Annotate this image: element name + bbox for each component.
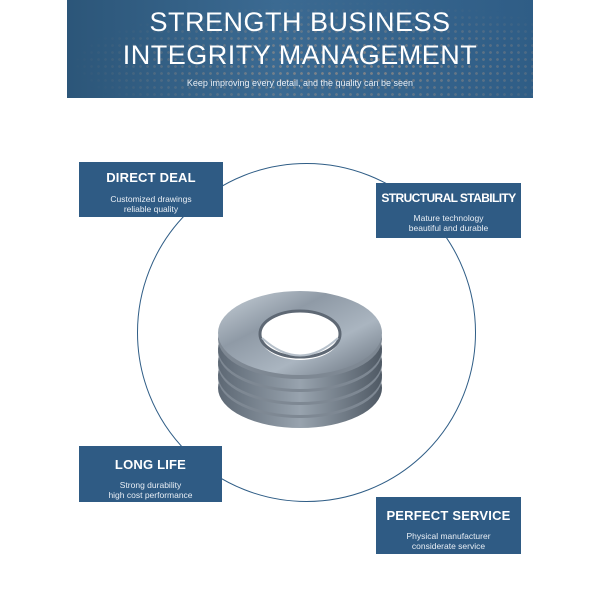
card-desc-line1: Strong durability (119, 480, 182, 490)
washer-stack-image (218, 291, 382, 428)
feature-card-perfect-service: PERFECT SERVICE Physical manufacturer co… (376, 497, 521, 554)
banner-dot-pattern (67, 0, 533, 98)
card-desc-line2: considerate service (411, 541, 486, 551)
card-desc-line1: Customized drawings (110, 194, 192, 204)
card-title: STRUCTURAL STABILITY (381, 191, 516, 205)
card-desc-line2: beautiful and durable (408, 223, 489, 233)
banner-subtitle: Keep improving every detail, and the qua… (186, 78, 414, 88)
decorative-circle (137, 163, 476, 502)
card-title: LONG LIFE (114, 457, 187, 472)
banner-headline-line2: INTEGRITY MANAGEMENT (122, 40, 478, 70)
card-title: DIRECT DEAL (106, 170, 196, 185)
card-desc-line1: Physical manufacturer (406, 531, 491, 541)
banner-headline-line1: STRENGTH BUSINESS (149, 7, 451, 37)
card-title: PERFECT SERVICE (386, 508, 511, 523)
header-banner: STRENGTH BUSINESS INTEGRITY MANAGEMENT K… (67, 0, 533, 98)
washer-hole (260, 312, 340, 360)
feature-card-long-life: LONG LIFE Strong durability high cost pe… (79, 446, 222, 502)
feature-card-structural-stability: STRUCTURAL STABILITY Mature technology b… (376, 183, 521, 238)
card-desc-line1: Mature technology (413, 213, 484, 223)
card-desc-line2: high cost performance (108, 490, 193, 500)
card-desc-line2: reliable quality (123, 204, 179, 214)
feature-card-direct-deal: DIRECT DEAL Customized drawings reliable… (79, 162, 223, 217)
